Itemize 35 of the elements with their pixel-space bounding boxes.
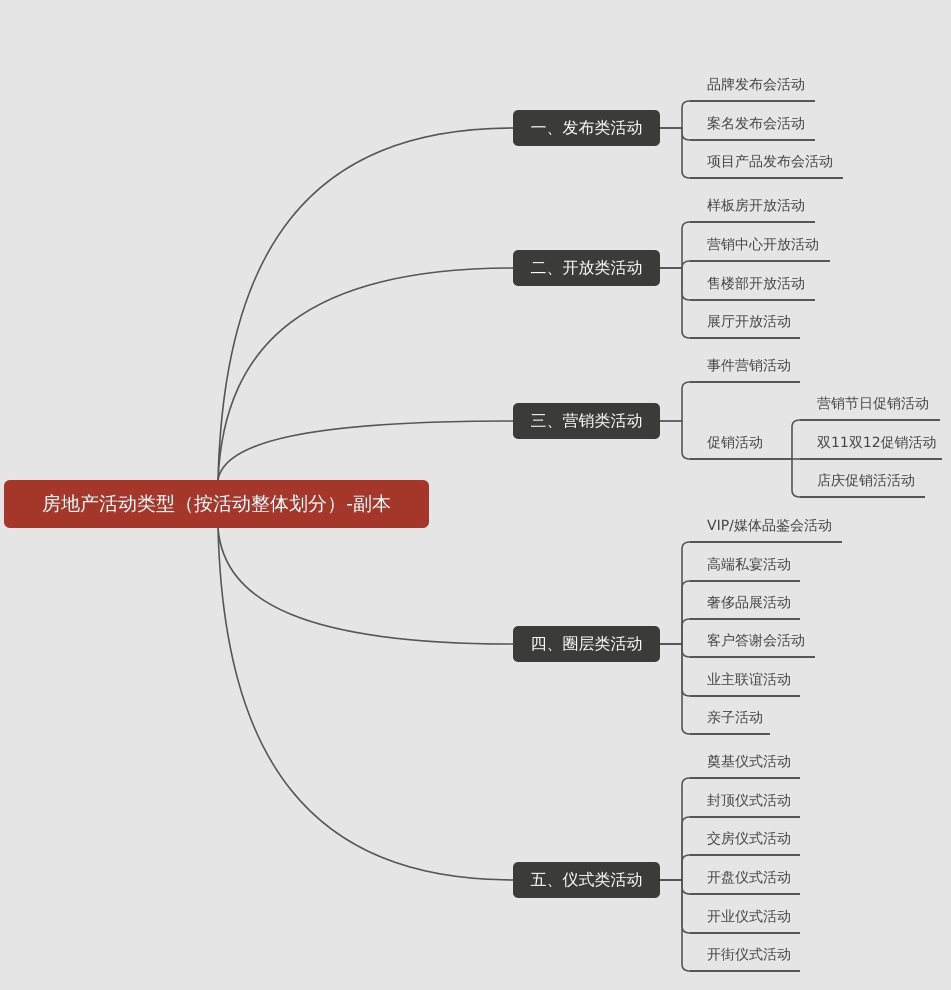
connector-line [217,420,513,480]
branch-label: 交房仪式活动 [690,824,800,856]
connector-line [217,127,514,480]
branch-label: 奢侈品展活动 [690,588,800,620]
branch-label: 店庆促销活活动 [800,466,925,498]
topic-box: 一、发布类活动 [513,110,660,146]
branch-label: 案名发布会活动 [690,109,815,141]
connector-line [217,528,514,881]
branch-label: 展厅开放活动 [690,307,800,339]
branch-label: 品牌发布会活动 [690,70,815,102]
branch-label: 事件营销活动 [690,351,800,383]
root-topic-box: 房地产活动类型（按活动整体划分）-副本 [4,480,429,528]
branch-label: 亲子活动 [690,703,770,735]
connector-line [791,458,800,460]
branch-label: 客户答谢会活动 [690,626,815,658]
branch-label: 营销中心开放活动 [690,230,830,262]
branch-label: 项目产品发布会活动 [690,147,843,179]
topic-box: 四、圈层类活动 [513,626,660,662]
branch-label: 双11双12促销活动 [800,428,942,460]
branch-label: 高端私宴活动 [690,550,800,582]
branch-label: VIP/媒体品鉴会活动 [690,511,842,543]
topic-box: 二、开放类活动 [513,250,660,286]
branch-label: 业主联谊活动 [690,665,800,697]
branch-label: 促销活动 [690,428,792,460]
topic-box: 三、营销类活动 [513,403,660,439]
branch-label: 营销节日促销活动 [800,389,940,421]
branch-label: 样板房开放活动 [690,191,815,223]
branch-label: 封顶仪式活动 [690,786,800,818]
connector-line [217,267,514,480]
branch-label: 开业仪式活动 [690,902,800,934]
branch-label: 开盘仪式活动 [690,863,800,895]
branch-label: 售楼部开放活动 [690,269,815,301]
topic-box: 五、仪式类活动 [513,862,660,898]
branch-label: 开街仪式活动 [690,940,800,972]
branch-label: 奠基仪式活动 [690,747,800,779]
